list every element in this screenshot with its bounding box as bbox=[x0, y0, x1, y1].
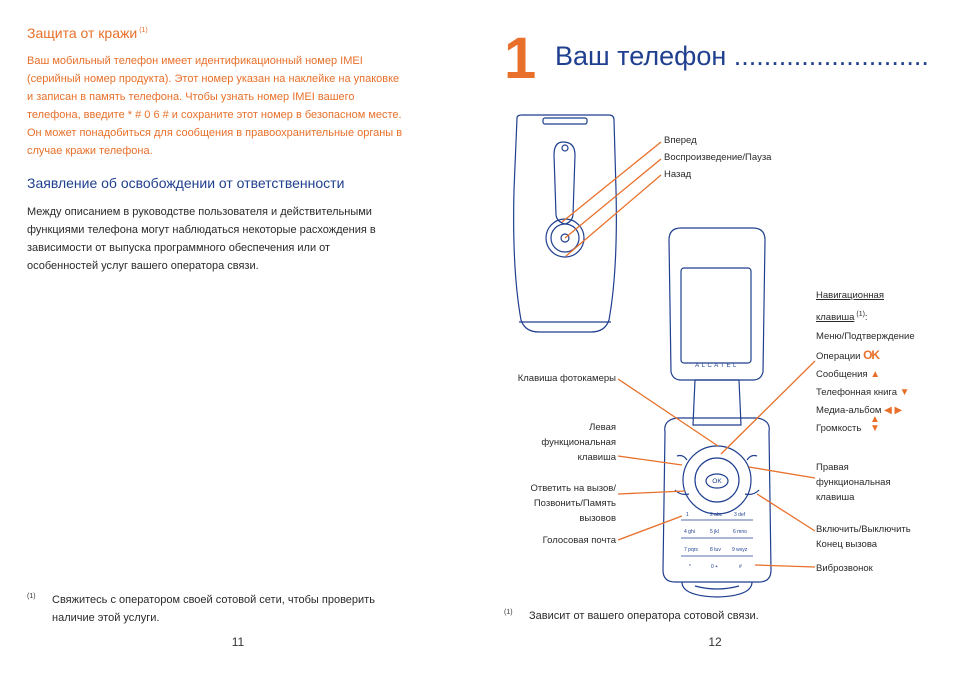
page-number: 11 bbox=[231, 635, 245, 649]
callout-back: Назад bbox=[664, 169, 692, 180]
key-5: 5 jkl bbox=[710, 529, 719, 535]
left-right-arrows-icon: ◀ ▶ bbox=[884, 405, 903, 417]
callout-lines bbox=[561, 141, 816, 568]
key-1: 1 bbox=[686, 512, 689, 518]
footnote-mark-right: (1) bbox=[504, 609, 513, 616]
key-3: 3 def bbox=[734, 512, 746, 518]
key-hash: # bbox=[739, 564, 742, 570]
key-9: 9 wxyz bbox=[732, 547, 748, 553]
callout-vibra: Виброзвонок bbox=[816, 563, 873, 574]
right-page: ALCATEL OK 1 2 abc 3 def 4 ghi 5 jkl 6 m… bbox=[477, 0, 954, 678]
callout-nav-key: Навигационная клавиша(1): Меню/Подтвержд… bbox=[816, 290, 915, 435]
callout-voicemail: Голосовая почта bbox=[542, 535, 616, 546]
callout-answer-key: Ответить на вызов/ Позвонить/Память вызо… bbox=[530, 483, 616, 524]
callout-left-soft-key: Левая функциональная клавиша bbox=[541, 422, 616, 463]
keypad: 1 2 abc 3 def 4 ghi 5 jkl 6 mno 7 pqrs 8… bbox=[684, 512, 748, 570]
open-phone bbox=[662, 227, 772, 598]
left-page: Защита от кражи(1) Ваш мобильный телефон… bbox=[27, 25, 403, 649]
footnote-text: Свяжитесь с оператором своей сотовой сет… bbox=[52, 594, 375, 624]
keypad-lines bbox=[681, 519, 753, 557]
ok-key-label: OK bbox=[712, 478, 722, 485]
key-7: 7 pqrs bbox=[684, 547, 698, 553]
key-8: 8 tuv bbox=[710, 547, 721, 553]
down-arrow-icon: ▼ bbox=[899, 387, 910, 399]
key-star: * bbox=[689, 564, 691, 570]
ok-symbol: OK bbox=[863, 348, 880, 363]
callout-play-pause: Воспроизведение/Пауза bbox=[664, 152, 772, 163]
phone-diagram: ALCATEL OK 1 2 abc 3 def 4 ghi 5 jkl 6 m… bbox=[513, 114, 816, 598]
chapter-title: Ваш телефон .......................... bbox=[555, 41, 929, 71]
key-0: 0 + bbox=[711, 564, 718, 570]
disclaimer-heading: Заявление об освобождении от ответственн… bbox=[27, 175, 345, 191]
chapter-number: 1 bbox=[504, 26, 537, 91]
key-4: 4 ghi bbox=[684, 529, 695, 535]
footnote-mark: (1) bbox=[27, 593, 36, 600]
callout-right-soft-key: Правая функциональная клавиша bbox=[816, 462, 891, 503]
theft-paragraph: Ваш мобильный телефон имеет идентификаци… bbox=[27, 55, 403, 157]
callout-forward: Вперед bbox=[664, 135, 697, 146]
page-number-right: 12 bbox=[708, 635, 722, 649]
disclaimer-paragraph: Между описанием в руководстве пользовате… bbox=[27, 206, 376, 272]
theft-heading: Защита от кражи(1) bbox=[27, 25, 148, 41]
key-6: 6 mno bbox=[733, 529, 747, 535]
key-2: 2 abc bbox=[710, 512, 723, 518]
footnote-text-right: Зависит от вашего оператора сотовой связ… bbox=[529, 610, 759, 622]
up-arrow-icon: ▲ bbox=[870, 369, 881, 381]
up-down-arrows-icon: ▲▼ bbox=[870, 414, 880, 435]
brand-label: ALCATEL bbox=[695, 363, 739, 369]
callout-power-key: Включить/Выключить Конец вызова bbox=[816, 524, 911, 550]
callout-camera-key: Клавиша фотокамеры bbox=[517, 373, 616, 384]
closed-phone bbox=[513, 114, 617, 333]
